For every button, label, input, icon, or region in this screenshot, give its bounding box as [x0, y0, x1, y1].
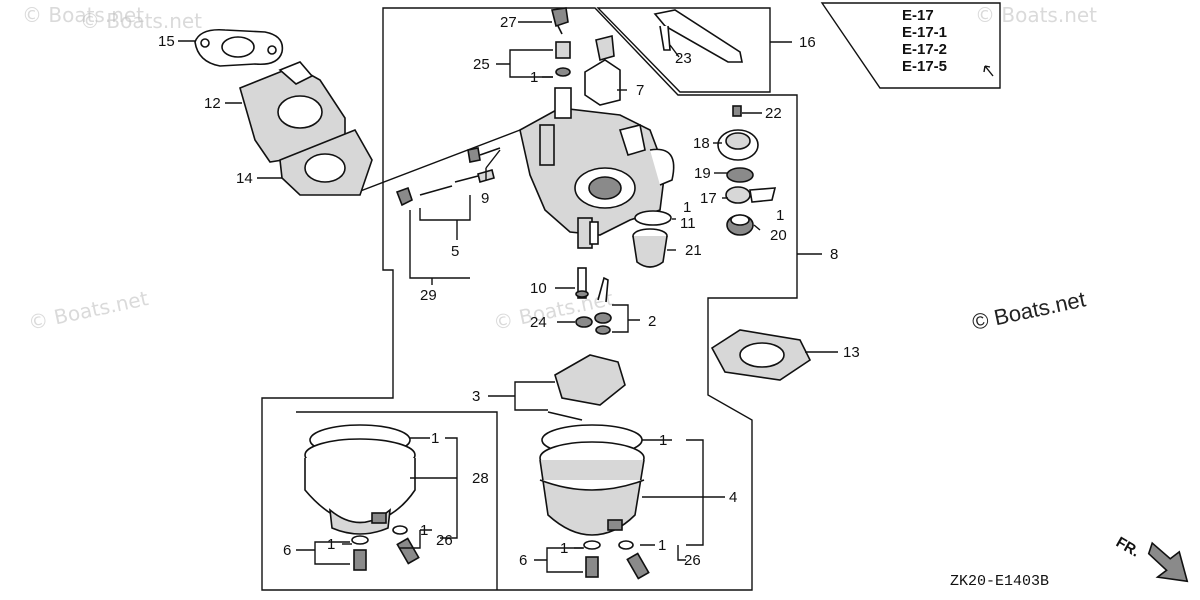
seal-19	[726, 167, 754, 183]
float-bowl-4	[539, 424, 650, 580]
callout-26: 26	[436, 532, 453, 549]
lever-17	[725, 186, 777, 204]
screw-29	[395, 185, 453, 207]
callout-1: 1	[431, 430, 439, 447]
callout-8: 8	[830, 246, 838, 263]
callout-4: 4	[729, 489, 737, 506]
callout-28: 28	[472, 470, 489, 487]
callout-1: 1	[776, 207, 784, 224]
callout-1: 1	[560, 540, 568, 557]
ref-page: E-17-5	[902, 58, 947, 75]
callout-24: 24	[530, 314, 547, 331]
oring-11	[634, 210, 672, 226]
watermark: © Boats.net	[26, 286, 150, 335]
callout-1: 1	[530, 69, 538, 86]
front-arrow-icon	[1147, 541, 1189, 583]
watermark: © Boats.net	[80, 9, 202, 33]
assembly-boundary	[261, 7, 798, 591]
callout-10: 10	[530, 280, 547, 297]
gasket-guide-line	[349, 129, 521, 196]
reference-boundary	[820, 2, 1001, 89]
callout-23: 23	[675, 50, 692, 67]
carburetor-body	[519, 87, 675, 249]
leader-lines	[178, 21, 838, 573]
lever-16	[653, 9, 743, 63]
watermark: © Boats.net	[22, 3, 144, 27]
callout-1: 1	[658, 537, 666, 554]
screw-22	[732, 105, 742, 117]
callout-3: 3	[472, 388, 480, 405]
ref-page: E-17-2	[902, 41, 947, 58]
ref-page: E-17	[902, 7, 934, 24]
callout-14: 14	[236, 170, 253, 187]
diagram-code: ZK20-E1403B	[950, 573, 1049, 590]
reference-pages: E-17 E-17-1 E-17-2 E-17-5	[902, 7, 994, 77]
callout-1: 1	[420, 522, 428, 539]
reference-arrow-icon	[983, 65, 994, 77]
gasket-13	[710, 329, 812, 381]
cover-18	[717, 129, 759, 161]
callout-11: 11	[680, 215, 696, 232]
gasket-15	[194, 28, 284, 67]
callout-13: 13	[843, 344, 860, 361]
callout-22: 22	[765, 105, 782, 122]
screw-9	[454, 147, 501, 183]
callout-27: 27	[500, 14, 517, 31]
callout-26: 26	[684, 552, 701, 569]
callout-7: 7	[636, 82, 644, 99]
callout-19: 19	[694, 165, 711, 182]
jet-24	[575, 316, 593, 328]
callout-1: 1	[683, 199, 691, 216]
callout-1: 1	[327, 536, 335, 553]
front-label: FR.	[1113, 534, 1142, 561]
insulator-12	[239, 61, 346, 163]
callout-9: 9	[481, 190, 489, 207]
ref-page: E-17-1	[902, 24, 947, 41]
callout-20: 20	[770, 227, 787, 244]
callout-labels: 15 12 14 27 25 1 7 16 23 22 18 19 17 1 2…	[158, 14, 860, 569]
valve-20	[726, 214, 754, 236]
cover-7	[584, 34, 621, 106]
callout-6: 6	[519, 552, 527, 569]
bowl-kit-boundary	[296, 411, 498, 590]
callout-16: 16	[799, 34, 816, 51]
float-3	[547, 354, 626, 421]
part-16-boundary	[596, 7, 771, 93]
callout-12: 12	[204, 95, 221, 112]
callout-25: 25	[473, 56, 490, 73]
screw-27	[551, 7, 569, 35]
callout-15: 15	[158, 33, 175, 50]
filter-21	[632, 228, 668, 268]
callout-29: 29	[420, 287, 437, 304]
needle-2	[594, 276, 612, 335]
jet-10	[575, 267, 589, 299]
callout-21: 21	[685, 242, 702, 259]
callout-17: 17	[700, 190, 717, 207]
copyright-notice: © Boats.net	[970, 286, 1088, 334]
float-bowl-28	[304, 424, 420, 571]
callout-18: 18	[693, 135, 710, 152]
callout-1: 1	[659, 432, 667, 449]
callout-6: 6	[283, 542, 291, 559]
pilot-screw-25	[555, 41, 571, 77]
callout-2: 2	[648, 313, 656, 330]
callout-5: 5	[451, 243, 459, 260]
watermark: © Boats.net	[975, 3, 1097, 27]
